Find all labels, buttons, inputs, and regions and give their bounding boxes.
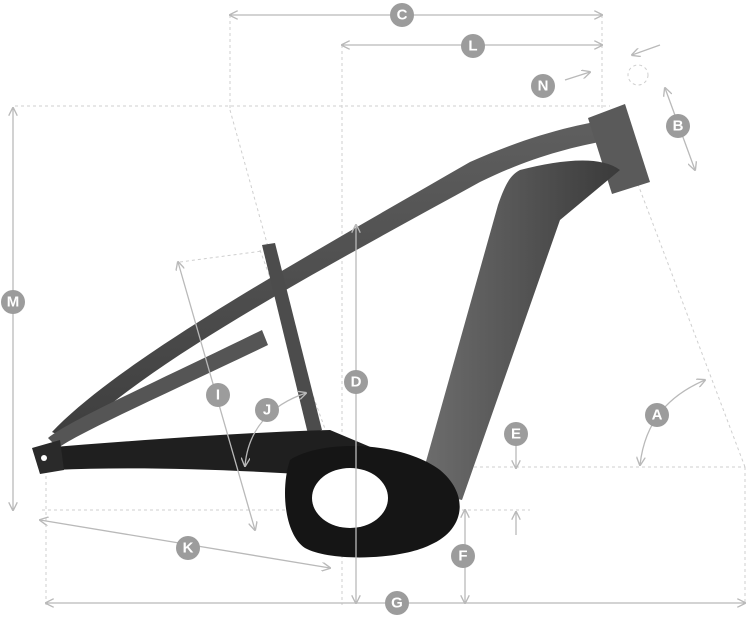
badge-n: N bbox=[531, 74, 555, 98]
badge-d: D bbox=[344, 370, 368, 394]
badge-m-text: M bbox=[7, 294, 20, 311]
badge-m: M bbox=[1, 290, 25, 314]
badge-g: G bbox=[385, 591, 409, 615]
badge-n-text: N bbox=[538, 78, 549, 95]
badge-e-text: E bbox=[511, 426, 521, 443]
badge-i: I bbox=[206, 383, 230, 407]
badge-e: E bbox=[504, 422, 528, 446]
down-tube bbox=[418, 160, 620, 500]
badge-f: F bbox=[451, 544, 475, 568]
badge-i-text: I bbox=[216, 387, 220, 404]
badge-c: C bbox=[390, 3, 414, 27]
dim-line-n bbox=[564, 72, 590, 81]
dim-line-n2 bbox=[632, 44, 661, 55]
headtube-ref-circle bbox=[627, 64, 649, 86]
seat-stay bbox=[48, 330, 268, 448]
badge-f-text: F bbox=[458, 548, 467, 565]
badge-c-text: C bbox=[397, 7, 408, 24]
badge-l: L bbox=[461, 34, 485, 58]
badge-d-text: D bbox=[351, 374, 362, 391]
badge-k: K bbox=[176, 536, 200, 560]
seat-tube bbox=[262, 243, 322, 434]
badge-k-text: K bbox=[183, 540, 194, 557]
rear-dropout bbox=[32, 440, 64, 474]
badge-l-text: L bbox=[468, 38, 477, 55]
badge-g-text: G bbox=[391, 595, 403, 612]
badge-b-text: B bbox=[673, 118, 684, 135]
bike-frame bbox=[32, 104, 650, 558]
badge-j: J bbox=[255, 398, 279, 422]
rear-axle bbox=[41, 455, 47, 461]
motor-cutout bbox=[312, 468, 388, 528]
head-tube bbox=[588, 104, 650, 194]
badge-j-text: J bbox=[263, 402, 271, 419]
badge-a: A bbox=[645, 403, 669, 427]
badge-b: B bbox=[666, 114, 690, 138]
label-badges: C L N B M D I J A E K F bbox=[1, 3, 690, 615]
top-tube bbox=[52, 120, 610, 440]
badge-a-text: A bbox=[652, 407, 663, 424]
